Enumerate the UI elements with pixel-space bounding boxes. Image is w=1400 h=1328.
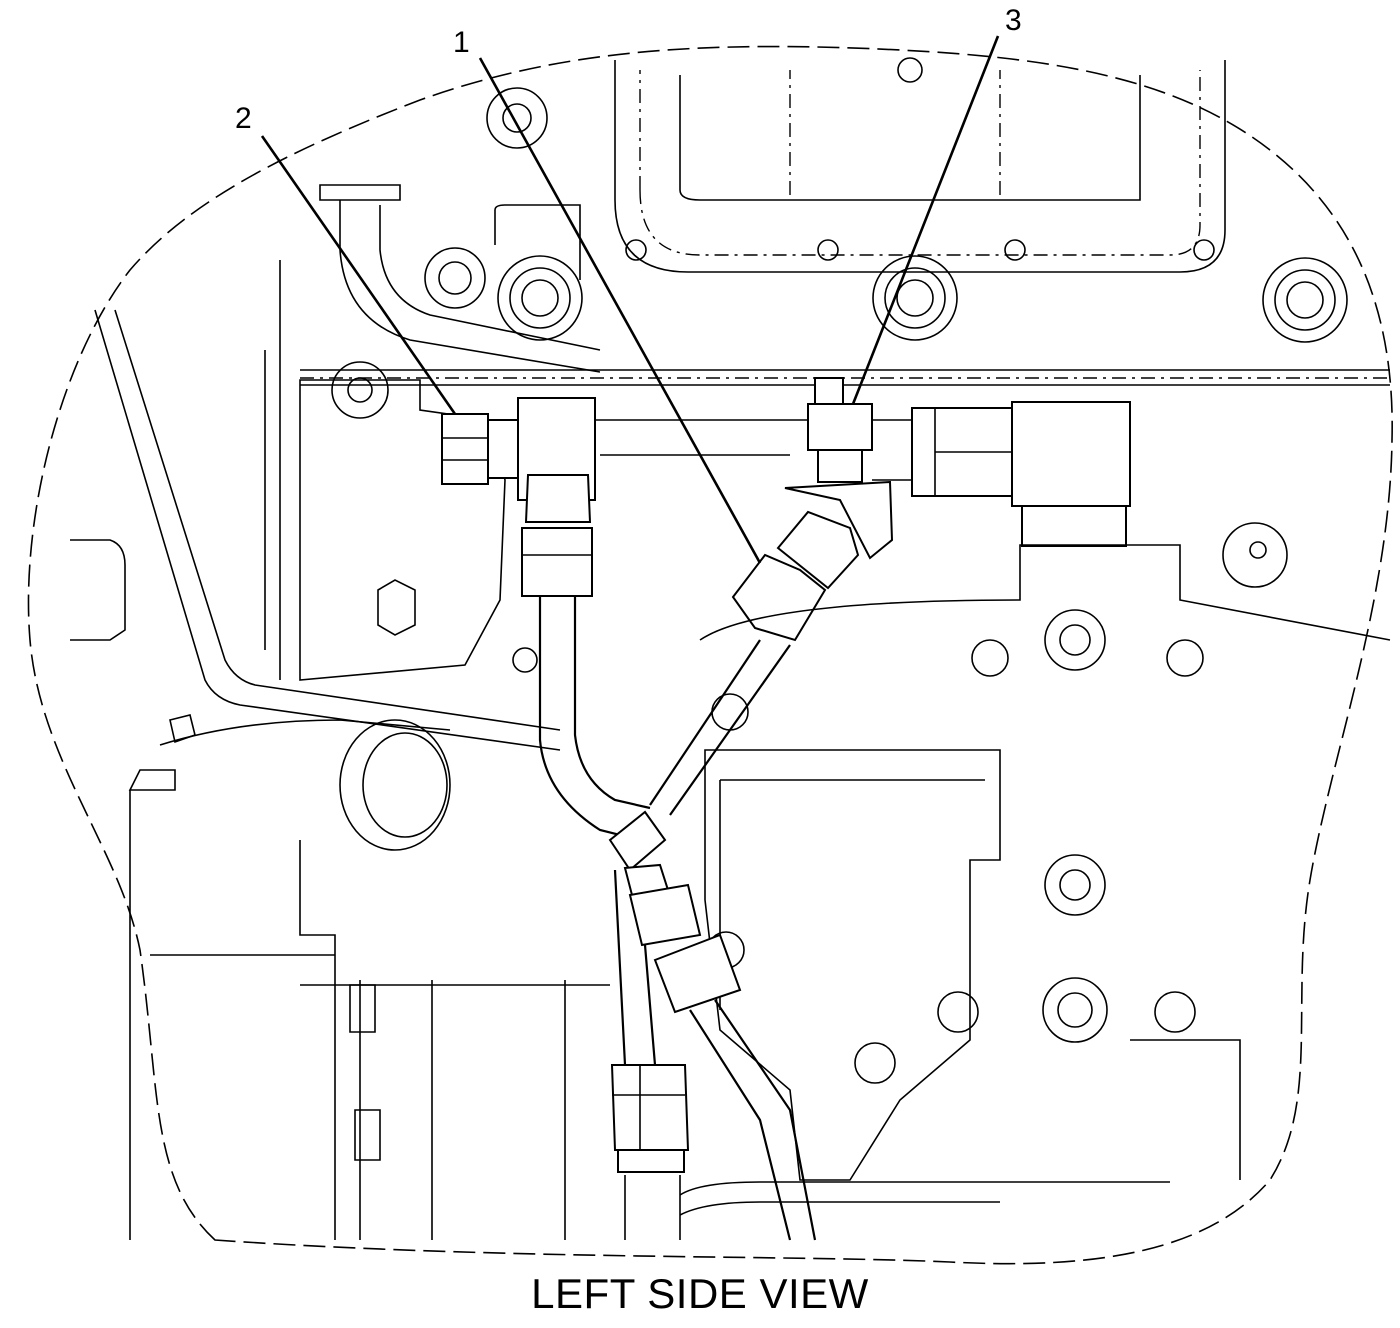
valve-cover-plate [614, 57, 1226, 273]
left-hose [521, 474, 651, 842]
upper-bolts [424, 87, 1348, 343]
right-hose [649, 480, 894, 816]
manifold-bolts [512, 522, 1391, 1084]
view-boundary [27, 45, 1393, 1265]
lower-left-bracket [128, 714, 610, 1240]
callout-3: 3 [1005, 4, 1022, 37]
leader-line-3 [851, 35, 1000, 405]
left-tube [94, 184, 601, 751]
leader-line-1 [478, 57, 762, 564]
fitting-3 [807, 377, 1131, 547]
callout-1: 1 [453, 26, 470, 59]
lower-hoses [608, 810, 1170, 1241]
frame-rail [300, 369, 1390, 456]
lower-housing [704, 749, 1241, 1181]
view-label: LEFT SIDE VIEW [531, 1270, 869, 1317]
leader-line-2 [260, 135, 457, 415]
pump-housing [70, 260, 506, 681]
callout-2: 2 [235, 102, 252, 135]
